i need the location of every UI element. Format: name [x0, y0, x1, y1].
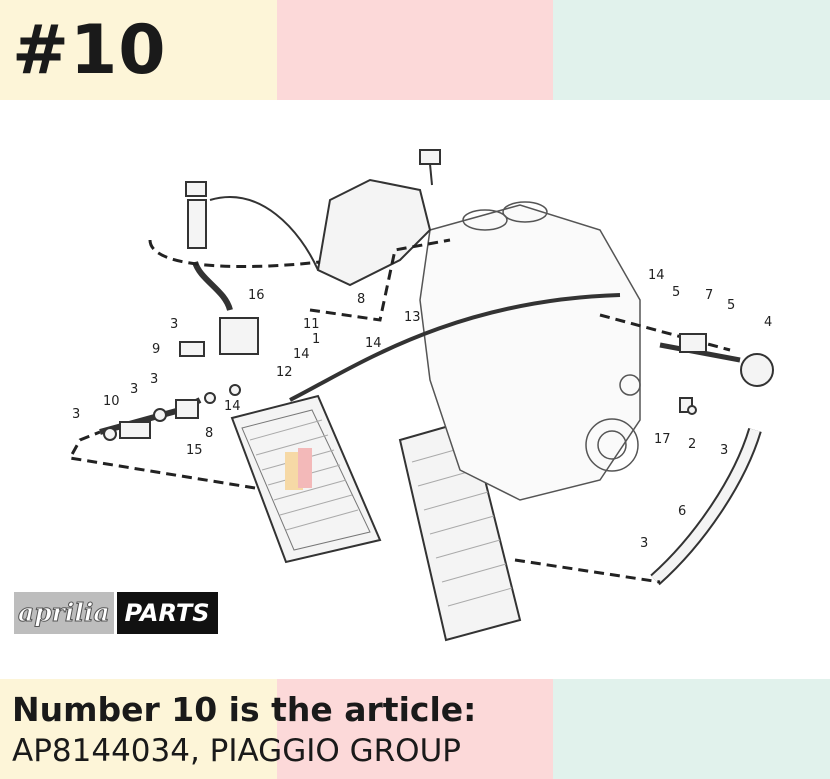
header-swatch-yellow — [0, 0, 277, 100]
part-label: 3 — [150, 372, 158, 387]
part-label: 14 — [365, 336, 382, 351]
part-label: 14 — [224, 399, 241, 414]
caption-swatch-yellow — [0, 679, 277, 779]
part-label: 13 — [404, 310, 421, 325]
caption-band — [0, 679, 830, 779]
part-label: 4 — [764, 315, 772, 330]
part-label: 14 — [648, 268, 665, 283]
part-label: 3 — [170, 317, 178, 332]
part-label: 7 — [705, 288, 713, 303]
part-label: 3 — [640, 536, 648, 551]
part-label: 10 — [103, 394, 120, 409]
part-label: 3 — [72, 407, 80, 422]
part-label: 8 — [357, 292, 365, 307]
part-label: 15 — [186, 443, 203, 458]
number-heading: #10 — [12, 11, 167, 90]
engine-block — [419, 201, 641, 501]
exploded-parts-diagram: 1 2 3 3 3 3 3 3 4 5 5 6 7 8 8 9 10 11 12… — [67, 149, 774, 642]
logo-suffix: PARTS — [116, 592, 218, 634]
part-label: 3 — [720, 443, 728, 458]
part-label: 5 — [672, 285, 680, 300]
part-label: 3 — [130, 382, 138, 397]
part-label: 9 — [152, 342, 160, 357]
part-label: 17 — [654, 432, 671, 447]
part-label: 8 — [205, 426, 213, 441]
header-swatch-pink — [276, 0, 554, 100]
header-swatch-mint — [553, 0, 830, 100]
caption-article-number: AP8144034, PIAGGIO GROUP — [12, 733, 461, 769]
part-label: 2 — [688, 437, 696, 452]
aprilia-parts-logo: aprilia PARTS — [14, 592, 218, 634]
left-radiator — [230, 394, 382, 564]
expansion-tank — [316, 149, 441, 287]
part-label: 14 — [293, 347, 310, 362]
part-label: 6 — [678, 504, 686, 519]
filler-cap — [185, 181, 207, 249]
small-fittings — [103, 317, 707, 441]
part-label: 12 — [276, 365, 293, 380]
part-label: 11 — [303, 317, 320, 332]
part-labels: 1 2 3 3 3 3 3 3 4 5 5 6 7 8 8 9 10 11 12… — [72, 268, 772, 551]
logo-brand: aprilia — [14, 592, 114, 634]
caption-title: Number 10 is the article: — [12, 690, 477, 729]
caption-swatch-pink — [276, 679, 554, 779]
part-label: 5 — [727, 298, 735, 313]
caption-swatch-mint — [553, 679, 830, 779]
header-band — [0, 0, 830, 100]
part-label: 16 — [248, 288, 265, 303]
part-label: 1 — [312, 332, 320, 347]
